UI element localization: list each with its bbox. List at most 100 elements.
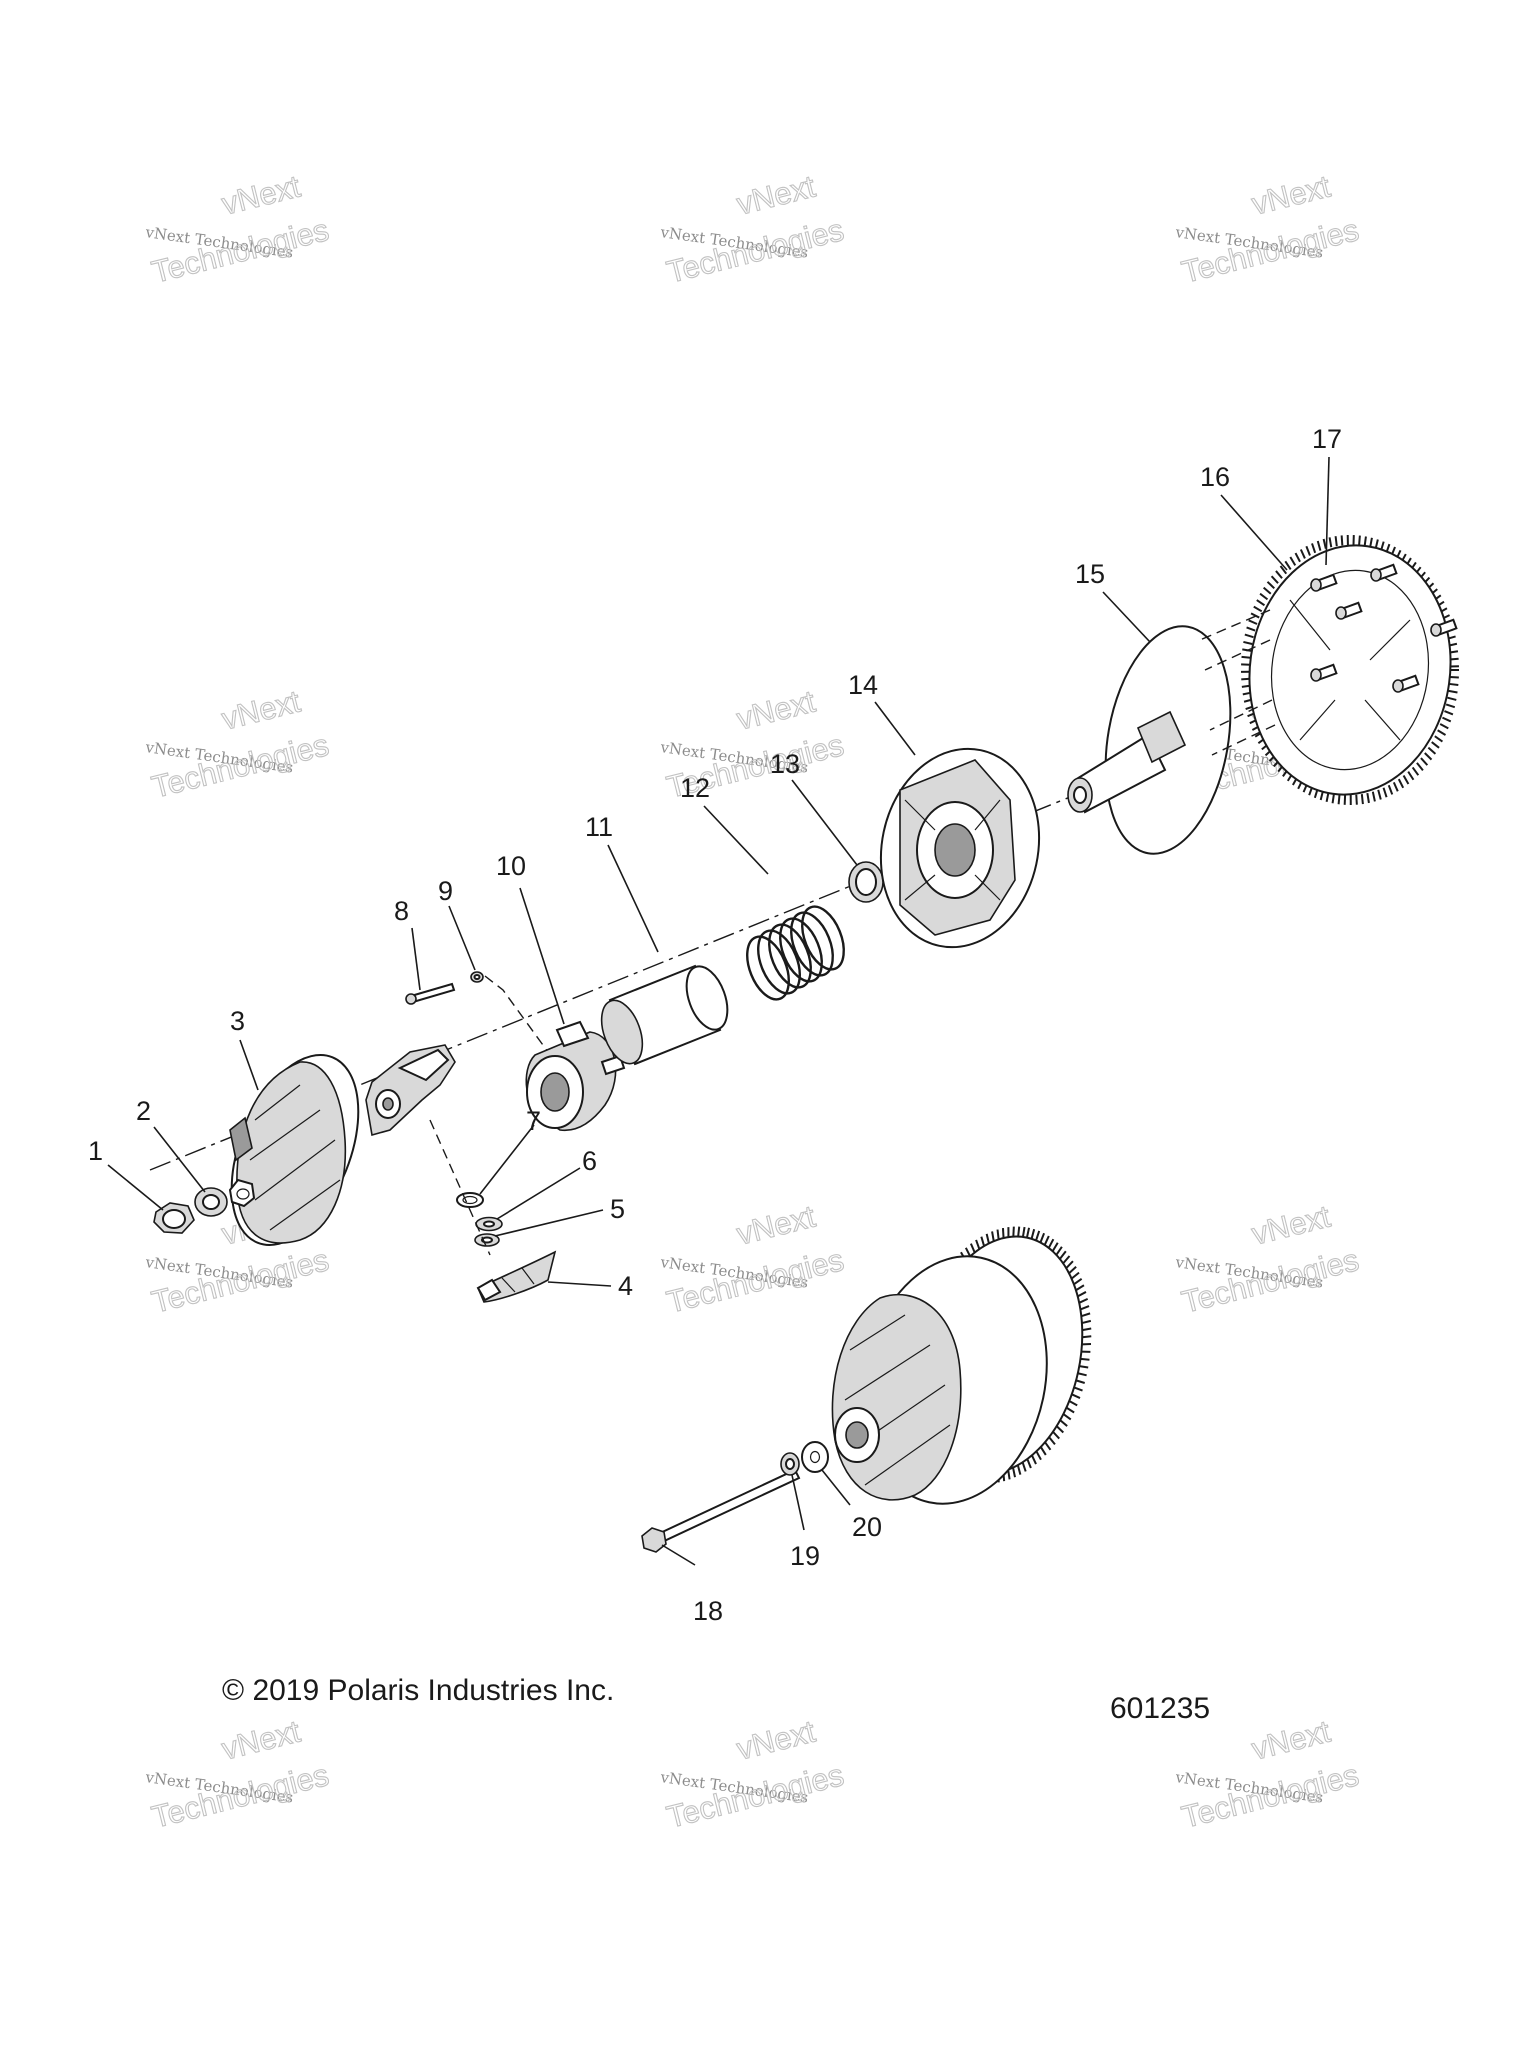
gear-tooth (1331, 793, 1336, 804)
watermark-vnext: vNext (733, 684, 819, 737)
part-20-washer[interactable] (801, 1441, 829, 1473)
part-6-washer[interactable] (475, 1216, 503, 1232)
part-7-retaining-ring[interactable] (456, 1192, 484, 1208)
watermark-technologies: Technologies (148, 1757, 332, 1835)
gear-tooth (1073, 1277, 1083, 1286)
bolt-head (1430, 623, 1442, 637)
watermark-technologies: Technologies (148, 212, 332, 290)
callout-18: 18 (693, 1596, 723, 1626)
gear-tooth (1392, 781, 1399, 792)
gear-tooth (1031, 1454, 1037, 1465)
gear-tooth (1444, 710, 1454, 716)
gear-tooth (1387, 784, 1394, 795)
leader-lines (107, 456, 1330, 1566)
gear-tooth (1262, 586, 1272, 595)
gear-tooth (1055, 1246, 1063, 1256)
gear-tooth (1363, 536, 1367, 547)
gear-tooth (1256, 599, 1266, 607)
gear-tooth (1051, 1242, 1059, 1252)
gear-tooth (1371, 791, 1376, 802)
gear-tooth (1012, 1467, 1016, 1478)
dash-line-spider-to-washers (429, 1119, 491, 1256)
spring-coil (779, 917, 823, 983)
part-10-hub[interactable] (525, 1020, 626, 1132)
callout-14: 14 (848, 670, 878, 700)
gear-tooth (1082, 1335, 1092, 1339)
gear-tooth (1397, 778, 1405, 789)
gear-tooth (1044, 1441, 1052, 1451)
part-15-fixed-sheave-shaft[interactable] (1067, 616, 1247, 863)
part-1-nut[interactable] (153, 1202, 195, 1234)
bolt-head (1392, 679, 1404, 693)
gear-tooth (1052, 1431, 1060, 1440)
gear-tooth (1334, 536, 1338, 547)
gear-tooth (1305, 545, 1311, 556)
gear-tooth (1075, 1379, 1086, 1384)
watermark-vnext: vNext (218, 684, 304, 737)
part-19-lock-washer[interactable] (780, 1452, 800, 1476)
dash-lines-gear-to-sheave (1199, 609, 1276, 756)
gear-tooth (1001, 1228, 1005, 1239)
watermark-vnext: vNext (1248, 1199, 1334, 1252)
gear-tooth (1424, 752, 1433, 761)
gear-tooth (1366, 792, 1370, 804)
gear-tooth (1316, 540, 1322, 551)
gear-tooth (991, 1231, 995, 1242)
watermark-vnext: vNext (218, 169, 304, 222)
part-3-moveable-sheave[interactable] (207, 1037, 384, 1264)
gear-tooth (1081, 1312, 1091, 1318)
gear-tooth (1279, 565, 1288, 575)
watermark-vnext: vNext (1248, 1714, 1334, 1767)
gear-tooth (1449, 682, 1459, 687)
part-12-spring[interactable] (739, 901, 852, 1006)
gear-tooth (1078, 1297, 1089, 1304)
gear-tooth (1360, 794, 1364, 805)
part-9-small-washer[interactable] (470, 971, 484, 983)
part-11-sleeve[interactable] (594, 961, 735, 1069)
part-17-ring-gear-bolts[interactable] (1310, 563, 1458, 693)
gear-tooth (1275, 570, 1283, 579)
gear-tooth (1449, 675, 1459, 679)
part-14-cover-helix[interactable] (863, 734, 1057, 962)
diagram-number: 601235 (1110, 1692, 1210, 1725)
gear-tooth (1070, 1271, 1080, 1280)
watermark-technologies: Technologies (663, 1757, 847, 1835)
callout-10: 10 (496, 851, 526, 881)
watermark-technologies: Technologies (1178, 1757, 1362, 1835)
part-13-seal-ring[interactable] (848, 861, 884, 903)
callout-1: 1 (88, 1136, 103, 1166)
assembled-clutch[interactable] (831, 1221, 1103, 1521)
gear-tooth (1077, 1291, 1087, 1298)
gear-tooth (1079, 1365, 1089, 1369)
gear-tooth (1270, 575, 1279, 584)
part-4-guard-clip[interactable] (476, 1250, 557, 1303)
gear-tooth (1073, 1386, 1083, 1392)
part-16-ring-gear[interactable] (1234, 532, 1467, 807)
callout-16: 16 (1200, 462, 1230, 492)
part-18-long-bolt[interactable] (641, 1468, 801, 1553)
gear-tooth (1077, 1372, 1087, 1377)
watermark-vnext: vNext (1248, 169, 1334, 222)
gear-tooth (1021, 1461, 1027, 1472)
part-8-bolt[interactable] (405, 982, 456, 1005)
spring-coil (746, 935, 790, 1001)
gear-tooth (1243, 640, 1253, 645)
gear-tooth (1080, 1305, 1090, 1311)
gear-tooth (1039, 1232, 1046, 1243)
callout-13: 13 (770, 749, 800, 779)
callout-12: 12 (680, 773, 710, 803)
spider[interactable] (365, 1044, 456, 1137)
part-2-washer[interactable] (194, 1187, 228, 1217)
gear-tooth (1082, 1327, 1092, 1332)
gear-tooth (1411, 766, 1420, 776)
watermark-vnext: vNext (733, 169, 819, 222)
callout-20: 20 (852, 1512, 882, 1542)
gear-tooth (1030, 1228, 1036, 1240)
callout-3: 3 (230, 1006, 245, 1036)
gear-tooth (1355, 794, 1358, 805)
